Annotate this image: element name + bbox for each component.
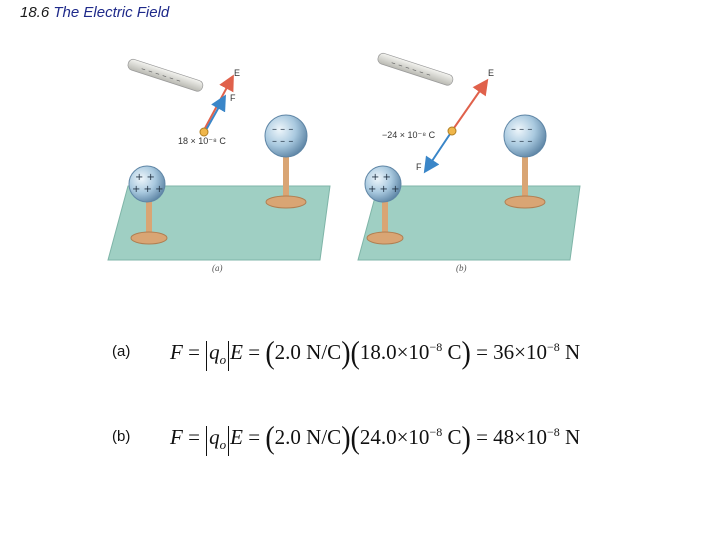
panel-a-illustration: – – – – – – – – – – – – + + + + + — [107, 58, 331, 261]
equation-label-b: (b) — [112, 428, 131, 445]
eq-b-charge-unit: C — [447, 425, 462, 449]
f-label-a: F — [230, 93, 236, 103]
charge-label-b: −24 × 10⁻⁸ C — [382, 130, 436, 140]
page-title: 18.6 The Electric Field — [20, 4, 169, 21]
stand-a-right — [283, 148, 289, 200]
test-charge-a — [199, 127, 209, 137]
eq-a-charge-unit: C — [447, 340, 462, 364]
eq-b-e-symbol: E — [230, 425, 243, 449]
base-b-right — [504, 195, 546, 209]
charged-rod-a: – – – – – – — [127, 58, 204, 92]
eq-a-e-symbol: E — [230, 340, 243, 364]
negative-sphere-a — [264, 114, 308, 158]
eq-b-result-unit: N — [565, 425, 581, 449]
base-b-left — [366, 231, 404, 245]
eq-b-result-exp: −8 — [547, 425, 560, 439]
base-a-right — [265, 195, 307, 209]
positive-sphere-a — [128, 165, 166, 203]
eq-b-charge-exp: −8 — [429, 425, 443, 439]
panel-b-illustration: – – – – – – – – – – – – + + + + + — [357, 52, 581, 261]
e-field-arrow-b — [453, 78, 489, 129]
eq-a-charge-exp: −8 — [429, 340, 443, 354]
eq-a-result-unit: N — [565, 340, 581, 364]
eq-b-q-sub: o — [219, 437, 227, 453]
test-charge-b — [447, 126, 457, 136]
e-label-a: E — [234, 68, 241, 78]
figure-panel-label-a: (a) — [212, 263, 223, 273]
electric-field-figure: – – – – – – – – – – – – + + + + + – – — [100, 38, 590, 282]
eq-a-result-mantissa: 36 — [493, 340, 515, 364]
e-label-b: E — [488, 68, 495, 78]
eq-b-field: 2.0 N/C — [274, 425, 342, 449]
stand-b-left — [382, 196, 388, 236]
e-field-arrow-a — [203, 74, 234, 131]
eq-a-charge-abs: qo — [206, 340, 230, 372]
svg-text:+ + +: + + + — [132, 184, 164, 195]
eq-a-q-sub: o — [219, 352, 227, 368]
eq-a-result-exp: −8 — [547, 340, 560, 354]
title-text: The Electric Field — [53, 4, 170, 21]
title-number: 18.6 — [20, 4, 50, 21]
eq-a-force-symbol: F — [170, 340, 183, 364]
svg-text:– – –: – – – — [272, 136, 293, 147]
equation-label-a: (a) — [112, 343, 131, 360]
eq-a-field: 2.0 N/C — [274, 340, 342, 364]
charged-rod-b: – – – – – – — [377, 52, 454, 86]
svg-text:– – –: – – – — [272, 124, 293, 135]
svg-text:– – –: – – – — [511, 136, 532, 147]
force-arrow-a — [205, 94, 226, 131]
svg-text:+ +: + + — [371, 172, 391, 183]
force-arrow-b — [423, 133, 451, 174]
f-label-b: F — [416, 162, 422, 172]
figure-panel-label-b: (b) — [456, 263, 467, 273]
eq-a-q: q — [209, 340, 220, 364]
base-a-left — [130, 231, 168, 245]
positive-sphere-b — [364, 165, 402, 203]
stand-a-left — [146, 196, 152, 236]
eq-b-force-symbol: F — [170, 425, 183, 449]
negative-sphere-b — [503, 114, 547, 158]
svg-text:+ + +: + + + — [368, 184, 400, 195]
svg-text:+ +: + + — [135, 172, 155, 183]
eq-b-q: q — [209, 425, 220, 449]
eq-a-charge-mantissa: 18.0 — [359, 340, 397, 364]
svg-text:– – – – – –: – – – – – – — [140, 64, 183, 86]
figure-illustration: – – – – – – – – – – – – + + + + + – – — [107, 52, 581, 261]
eq-b-charge-abs: qo — [206, 425, 230, 457]
stand-b-right — [522, 148, 528, 200]
svg-text:– – – – – –: – – – – – – — [390, 58, 433, 80]
eq-b-charge-mantissa: 24.0 — [359, 425, 397, 449]
svg-text:– – –: – – – — [511, 124, 532, 135]
eq-b-result-mantissa: 48 — [493, 425, 515, 449]
charge-label-a: 18 × 10⁻⁸ C — [178, 136, 226, 146]
